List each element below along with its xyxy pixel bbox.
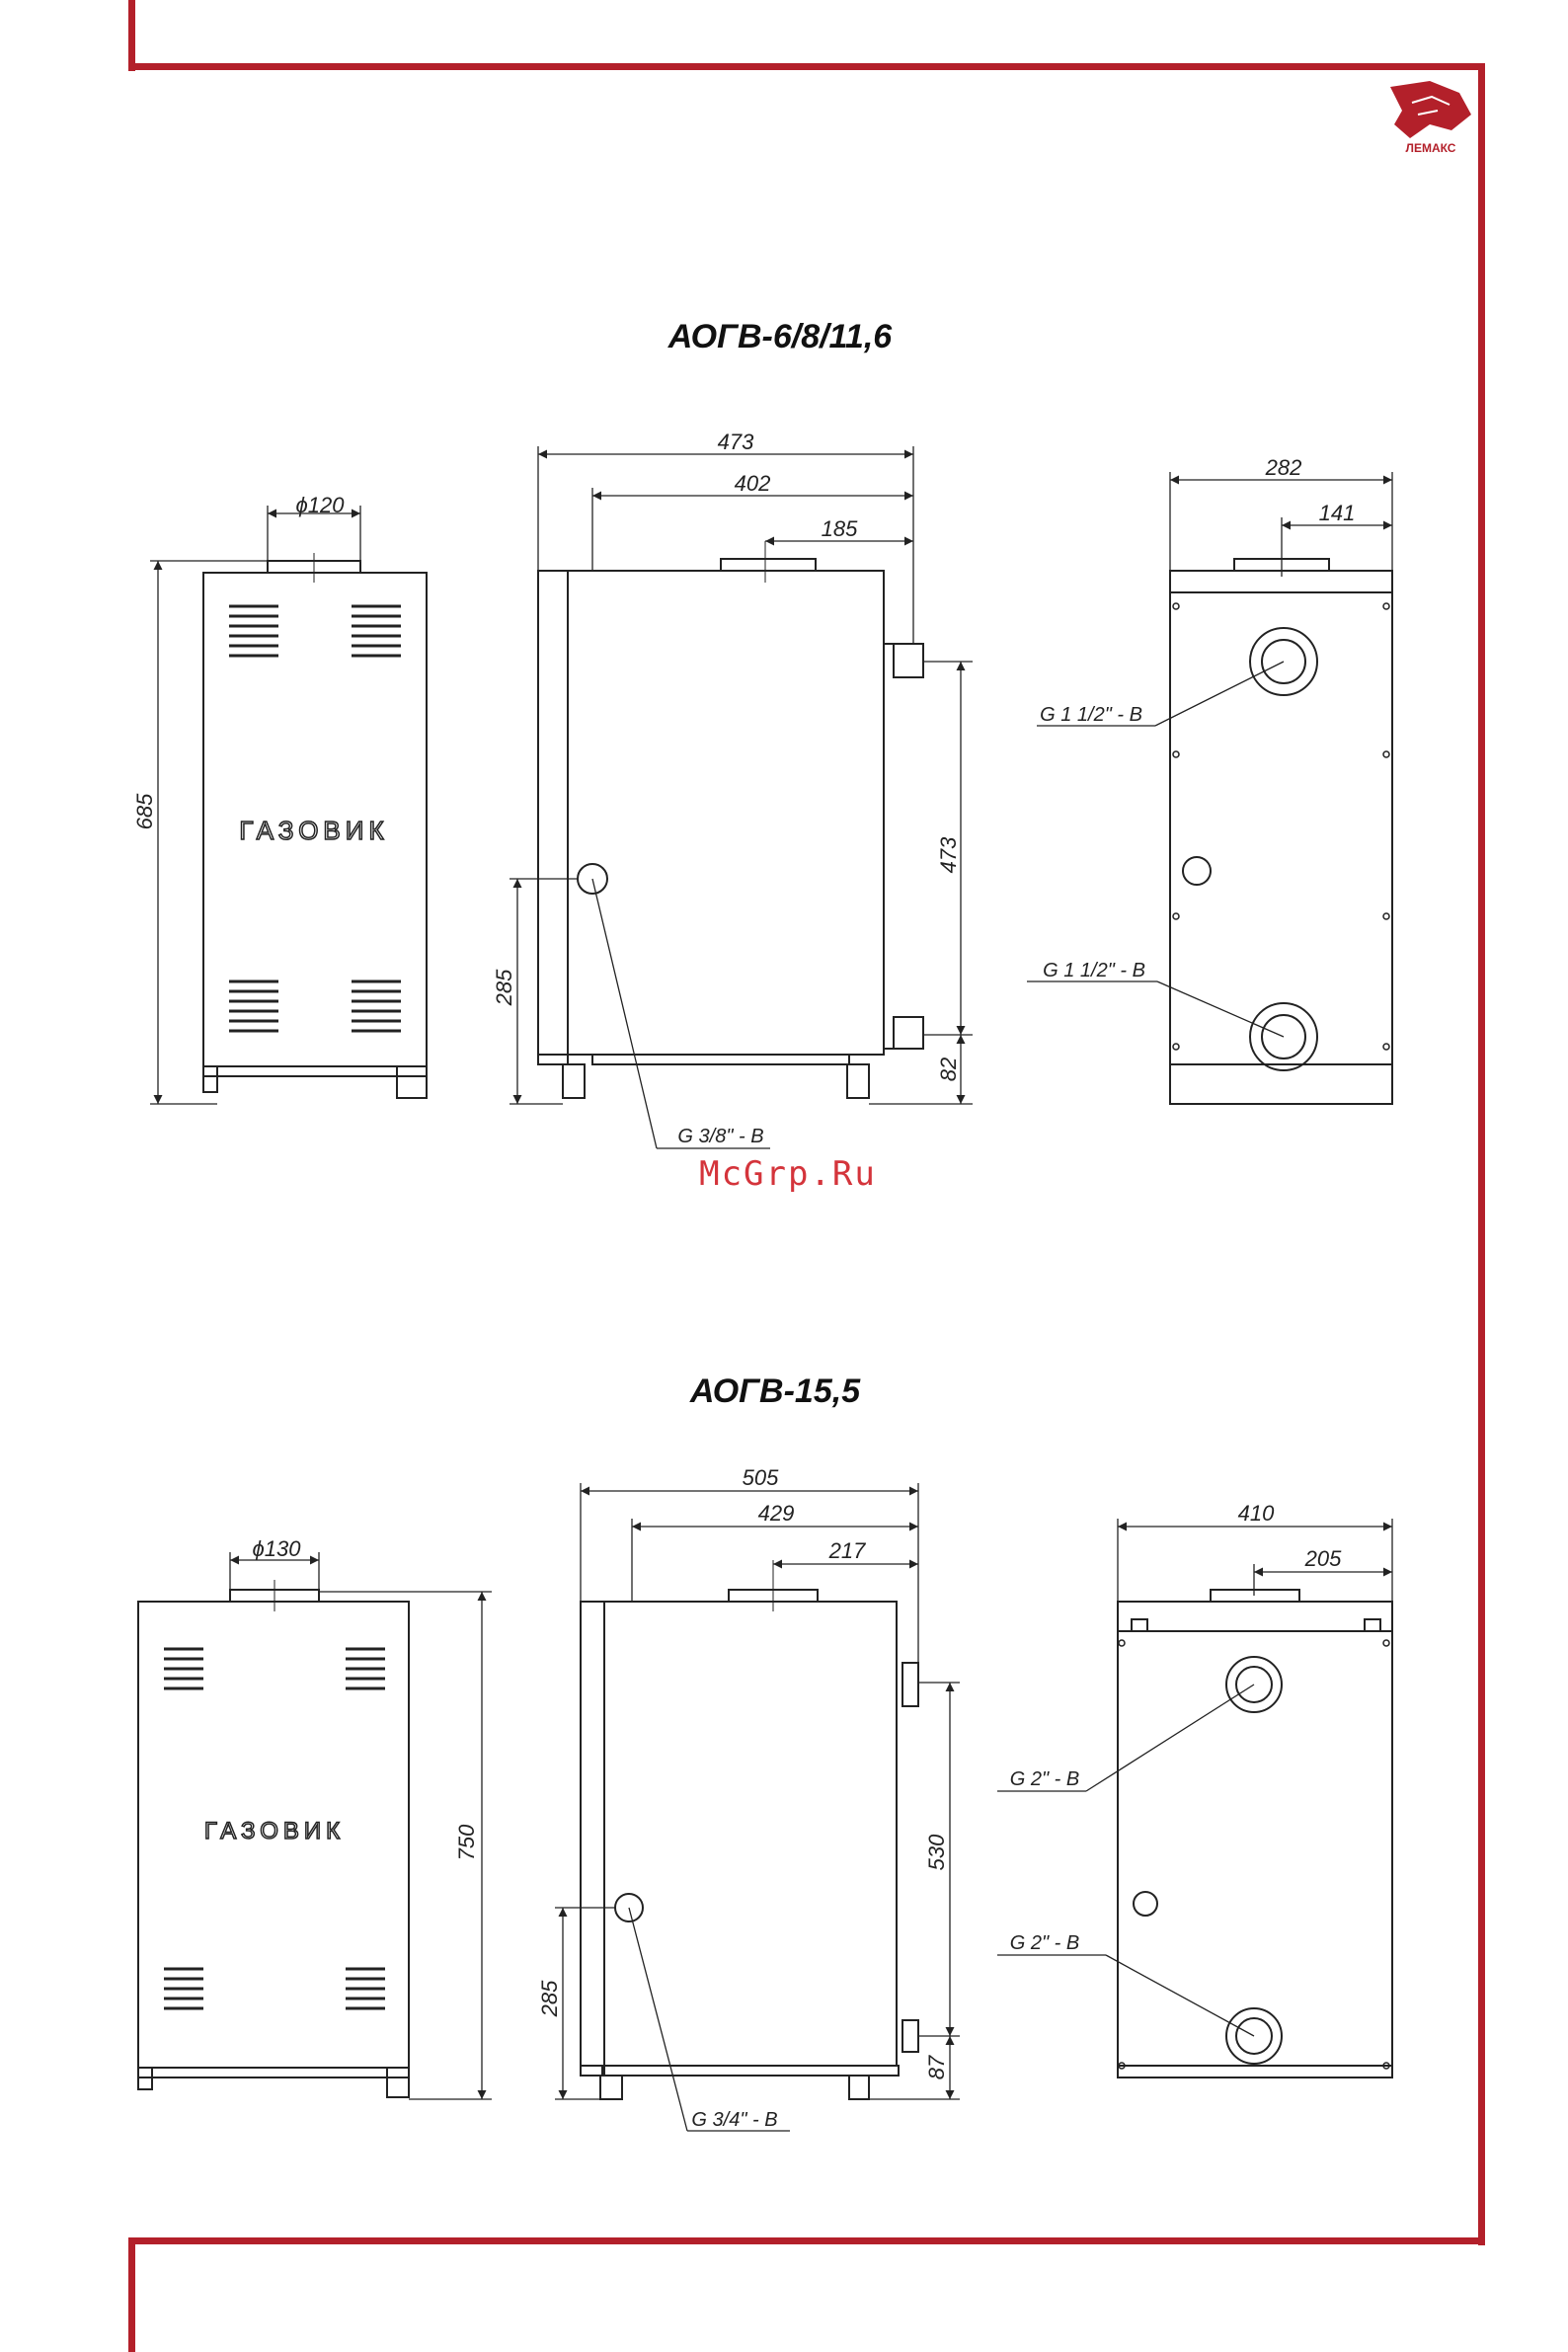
brand-name: ЛЕМАКС [1406, 141, 1456, 155]
dim-front-height-1: 685 [132, 793, 157, 829]
front-dimensions-1 [150, 506, 360, 1104]
watermark: McGrp.Ru [699, 1154, 877, 1194]
label-lower-connection-1: G 1 1/2" - B [1043, 960, 1145, 981]
dim-back-width-2: 410 [1238, 1501, 1275, 1526]
front-brand-label-2: ГАЗОВИК [204, 1818, 345, 1844]
section-title-1: АОГВ-6/8/11,6 [667, 318, 894, 355]
dim-side-flue-offset-1: 185 [822, 516, 858, 541]
back-view-2 [1118, 1590, 1392, 2078]
dim-back-flue-offset-1: 141 [1319, 501, 1356, 525]
lion-head-icon [1390, 81, 1471, 138]
label-gas-connection-1: G 3/8" - B [677, 1126, 763, 1147]
front-view-2: ГАЗОВИК [138, 1580, 409, 2097]
side-dimensions-2 [555, 1483, 960, 2131]
dim-side-depth-total-1: 473 [718, 430, 754, 454]
front-brand-label-1: ГАЗОВИК [239, 816, 388, 845]
dim-side-gas-inlet-2: 285 [537, 1980, 562, 2017]
back-dimensions-1 [1027, 472, 1392, 1037]
dim-flue-diameter-2: ϕ130 [253, 1536, 302, 1561]
side-dimensions-1 [510, 446, 973, 1148]
label-upper-connection-1: G 1 1/2" - B [1040, 704, 1142, 726]
dim-front-height-2: 750 [454, 1824, 479, 1860]
dim-back-width-1: 282 [1265, 455, 1302, 480]
dim-side-depth-body-1: 402 [735, 471, 771, 496]
side-view-2 [581, 1560, 918, 2099]
back-view-1 [1170, 559, 1392, 1104]
dim-side-pipe-spacing-1: 473 [936, 836, 961, 873]
dim-flue-diameter-1: ϕ120 [296, 493, 346, 517]
side-view-1 [538, 541, 923, 1098]
dim-side-flue-offset-2: 217 [828, 1538, 866, 1563]
section-title-2: АОГВ-15,5 [689, 1372, 861, 1410]
dim-side-pipe-spacing-2: 530 [924, 1834, 949, 1870]
dim-back-flue-offset-2: 205 [1304, 1546, 1342, 1571]
label-upper-connection-2: G 2" - B [1010, 1768, 1079, 1790]
dim-side-depth-body-2: 429 [758, 1501, 795, 1526]
dim-side-bottom-pipe-1: 82 [936, 1058, 961, 1081]
dim-side-gas-inlet-1: 285 [492, 969, 516, 1006]
dim-side-bottom-pipe-2: 87 [924, 2055, 949, 2079]
label-gas-connection-2: G 3/4" - B [691, 2109, 777, 2131]
front-view-1: ГАЗОВИК [203, 553, 427, 1098]
label-lower-connection-2: G 2" - B [1010, 1932, 1079, 1954]
brand-logo: ЛЕМАКС [1390, 81, 1471, 155]
dim-side-depth-total-2: 505 [743, 1465, 779, 1490]
